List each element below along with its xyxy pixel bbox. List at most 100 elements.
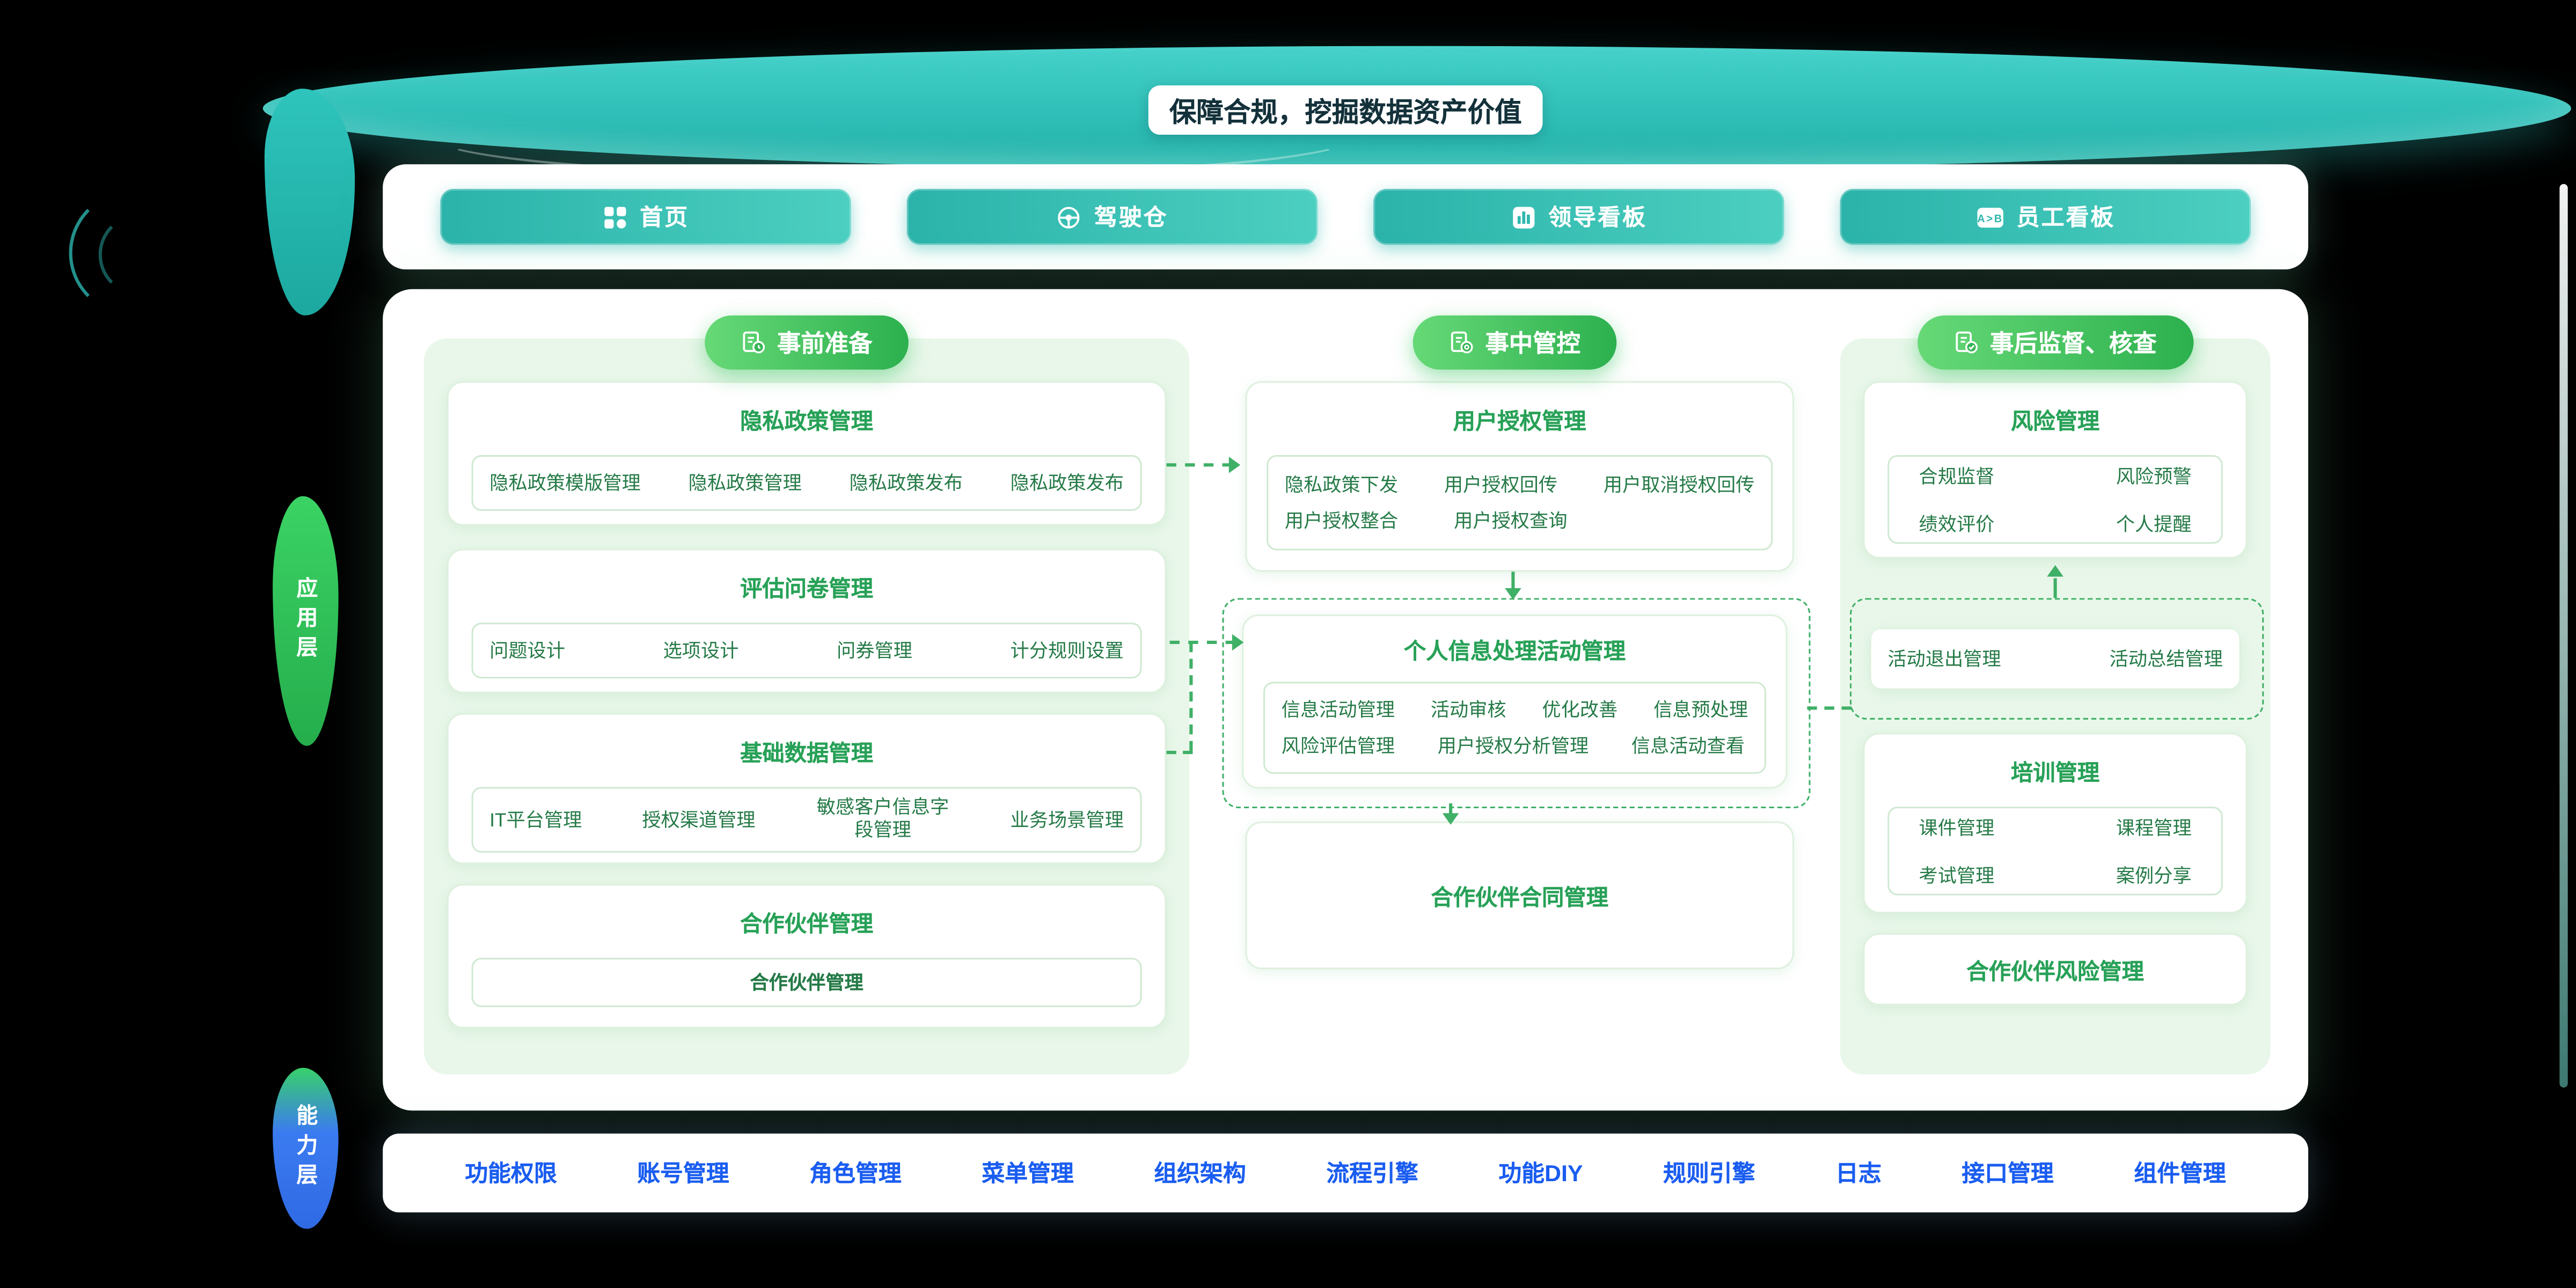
bar-chart-icon (1511, 204, 1535, 229)
module-item: 考试管理 (1919, 866, 1995, 887)
page-title: 保障合规，挖掘数据资产价值 (1148, 85, 1543, 135)
pre-column-title: 事前准备 (777, 332, 873, 358)
capability-item-menu-mgmt[interactable]: 菜单管理 (982, 1160, 1074, 1187)
nav-home-button[interactable]: 首页 (440, 189, 851, 245)
module-item: 隐私政策下发 (1284, 476, 1399, 496)
module-item: 课程管理 (2116, 819, 2192, 839)
ab-board-icon: A>B (1975, 206, 2003, 228)
card-title: 合作伙伴管理 (740, 911, 874, 936)
module-item: 个人提醒 (2116, 515, 2192, 535)
module-item: 隐私政策模版管理 (489, 474, 641, 495)
card-title: 隐私政策管理 (740, 409, 874, 434)
module-item: 隐私政策发布 (849, 474, 963, 495)
module-item: 活动审核 (1430, 701, 1506, 721)
nav-label: 首页 (640, 203, 690, 230)
capability-item-org-structure[interactable]: 组织架构 (1154, 1160, 1246, 1187)
doc-clock-icon (741, 330, 766, 355)
layer-text: 能力层 (293, 1104, 318, 1193)
card-partner-risk-mgmt: 合作伙伴风险管理 (1863, 933, 2248, 1006)
module-list: 合作伙伴管理 (471, 957, 1142, 1007)
teal-paint-blob (264, 89, 355, 316)
doc-gear-icon (1449, 330, 1474, 355)
module-item: 敏感客户信息字段管理 (816, 797, 949, 841)
module-item: 风险预警 (2116, 467, 2192, 487)
card-title: 评估问卷管理 (740, 576, 874, 602)
module-list: 问题设计 选项设计 问券管理 计分规则设置 (471, 623, 1142, 679)
connector-arrow-right (1228, 457, 1241, 473)
connector-line (1807, 706, 1851, 710)
capability-item-interface-mgmt[interactable]: 接口管理 (1962, 1160, 2054, 1187)
card-activity-exit-summary: 活动退出管理 活动总结管理 (1869, 627, 2241, 690)
module-item: 业务场景管理 (1010, 811, 1124, 831)
module-list: 活动退出管理 活动总结管理 (1871, 629, 2240, 689)
card-risk-mgmt: 风险管理 合规监督 风险预警 绩效评价 个人提醒 (1863, 381, 2248, 559)
module-list: 信息活动管理 活动审核 优化改善 信息预处理 风险评估管理 用户授权分析管理 信… (1263, 682, 1766, 774)
grid-icon (602, 204, 627, 229)
capability-item-process-engine[interactable]: 流程引擎 (1326, 1160, 1418, 1187)
module-item: 计分规则设置 (1010, 642, 1124, 662)
capability-bar: 功能权限 账号管理 角色管理 菜单管理 组织架构 流程引擎 功能DIY 规则引擎… (383, 1133, 2309, 1213)
module-item: IT平台管理 (489, 811, 582, 831)
module-list: 隐私政策下发 用户授权回传 用户取消授权回传 用户授权整合 用户授权查询 (1267, 455, 1773, 551)
module-list: 合规监督 风险预警 绩效评价 个人提醒 (1887, 455, 2223, 544)
module-list: 课件管理 课程管理 考试管理 案例分享 (1887, 807, 2223, 896)
card-title: 培训管理 (2010, 760, 2100, 786)
capability-item-component-mgmt[interactable]: 组件管理 (2134, 1160, 2226, 1187)
card-privacy-policy-mgmt: 隐私政策管理 隐私政策模版管理 隐私政策管理 隐私政策发布 隐私政策发布 (447, 381, 1167, 526)
connector-arrow-right (1232, 634, 1244, 651)
connector-line (1169, 640, 1236, 644)
card-title: 个人信息处理活动管理 (1403, 639, 1626, 664)
nav-label: 员工看板 (2016, 203, 2116, 230)
card-partner-mgmt: 合作伙伴管理 合作伙伴管理 (447, 883, 1167, 1029)
card-title: 合作伙伴合同管理 (1431, 885, 1608, 910)
capability-item-function-diy[interactable]: 功能DIY (1498, 1160, 1583, 1187)
post-dashed-group (1849, 598, 2264, 720)
module-row: 风险评估管理 用户授权分析管理 信息活动查看 (1282, 733, 1748, 759)
top-nav: 首页 驾驶仓 领导看板 A>B 员工看板 (383, 164, 2309, 270)
capability-item-rule-engine[interactable]: 规则引擎 (1663, 1160, 1755, 1187)
module-item: 用户取消授权回传 (1603, 476, 1755, 496)
capability-item-role-mgmt[interactable]: 角色管理 (809, 1160, 902, 1187)
decorative-right-bar (2559, 184, 2568, 1088)
module-item: 用户授权整合 (1284, 513, 1399, 532)
doc-check-icon (1954, 330, 1979, 355)
svg-text:A>B: A>B (1977, 213, 2003, 224)
capability-item-log[interactable]: 日志 (1835, 1160, 1882, 1187)
module-item: 问题设计 (489, 642, 566, 662)
module-row: 用户授权整合 用户授权查询 (1285, 508, 1755, 534)
nav-label: 领导看板 (1548, 203, 1647, 230)
nav-cockpit-button[interactable]: 驾驶仓 (906, 189, 1318, 245)
module-item: 信息活动查看 (1631, 737, 1745, 758)
decorative-arc-large (69, 191, 194, 316)
module-list: IT平台管理 授权渠道管理 敏感客户信息字段管理 业务场景管理 (471, 787, 1142, 853)
module-item: 绩效评价 (1919, 515, 1995, 535)
module-item: 用户授权分析管理 (1437, 737, 1589, 758)
layer-text: 应用层 (293, 576, 318, 665)
layer-label-capability: 能力层 (273, 1067, 339, 1229)
connector-line (1448, 803, 1453, 817)
module-item: 信息预处理 (1653, 701, 1748, 721)
nav-label: 驾驶仓 (1094, 203, 1168, 230)
decorative-arc-small (98, 213, 181, 296)
connector-line (1166, 750, 1193, 755)
connector-arrow-down (1442, 813, 1459, 825)
card-title: 用户授权管理 (1453, 409, 1586, 434)
mid-column-header: 事中管控 (1413, 315, 1617, 370)
connector-arrow-down (1505, 588, 1521, 600)
module-item: 信息活动管理 (1281, 701, 1395, 721)
module-item: 合作伙伴管理 (750, 974, 863, 994)
card-partner-contract-mgmt: 合作伙伴合同管理 (1245, 821, 1794, 970)
card-user-authorization-mgmt: 用户授权管理 隐私政策下发 用户授权回传 用户取消授权回传 用户授权整合 用户授… (1245, 381, 1794, 572)
capability-item-account-mgmt[interactable]: 账号管理 (637, 1160, 729, 1187)
nav-leader-dashboard-button[interactable]: 领导看板 (1373, 189, 1784, 245)
pre-column-header: 事前准备 (705, 315, 909, 370)
nav-employee-dashboard-button[interactable]: A>B 员工看板 (1840, 189, 2251, 245)
card-title: 基础数据管理 (740, 741, 874, 766)
module-item: 活动总结管理 (2109, 650, 2223, 670)
capability-item-function-permission[interactable]: 功能权限 (465, 1160, 557, 1187)
connector-line (2053, 578, 2057, 598)
steering-wheel-icon (1056, 204, 1081, 229)
card-training-mgmt: 培训管理 课件管理 课程管理 考试管理 案例分享 (1863, 733, 2248, 914)
